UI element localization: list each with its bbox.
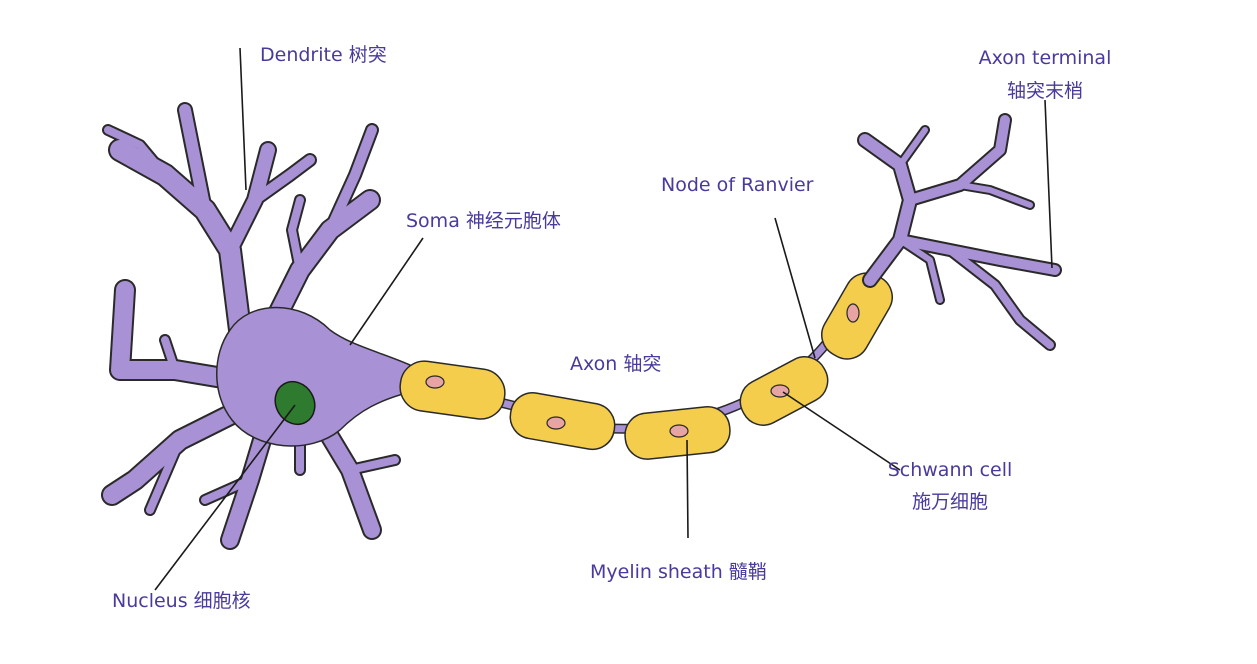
schwann-nucleus: [770, 384, 790, 398]
soma-body: [216, 306, 411, 447]
label-node-of-ranvier: Node of Ranvier: [661, 174, 814, 196]
label-axon-terminal-zh: 轴突末梢: [1006, 80, 1083, 102]
schwann-nuclei: [425, 303, 860, 438]
leader-line-nucleus: [154, 404, 296, 591]
label-axon: Axon 轴突: [570, 353, 662, 375]
schwann-nucleus: [425, 375, 445, 389]
label-dendrite: Dendrite 树突: [260, 44, 387, 66]
leader-line-schwann-cell: [782, 391, 901, 471]
schwann-nucleus: [846, 303, 860, 323]
label-nucleus: Nucleus 细胞核: [112, 590, 251, 612]
label-myelin-sheath: Myelin sheath 髓鞘: [590, 561, 767, 583]
axon-terminal-branches: [857, 113, 1062, 351]
leader-line-node-of-ranvier: [774, 217, 816, 359]
label-schwann-cell-zh: 施万细胞: [911, 491, 988, 513]
leader-line-myelin-sheath: [686, 439, 689, 539]
myelin-segment: [399, 360, 506, 420]
leader-line-axon-terminal: [1044, 99, 1053, 269]
label-axon-terminal-en: Axon terminal: [978, 47, 1112, 69]
neuron-shape: [101, 102, 411, 550]
label-schwann-cell-en: Schwann cell: [887, 459, 1013, 481]
nucleus-shape: [274, 380, 316, 426]
schwann-nucleus: [546, 416, 566, 430]
label-soma: Soma 神经元胞体: [406, 210, 561, 232]
leader-line-soma: [349, 237, 424, 346]
leader-line-dendrite: [239, 47, 247, 191]
leader-lines: [154, 47, 1053, 591]
dendrite-branches: [101, 102, 401, 550]
schwann-nucleus: [669, 424, 689, 438]
